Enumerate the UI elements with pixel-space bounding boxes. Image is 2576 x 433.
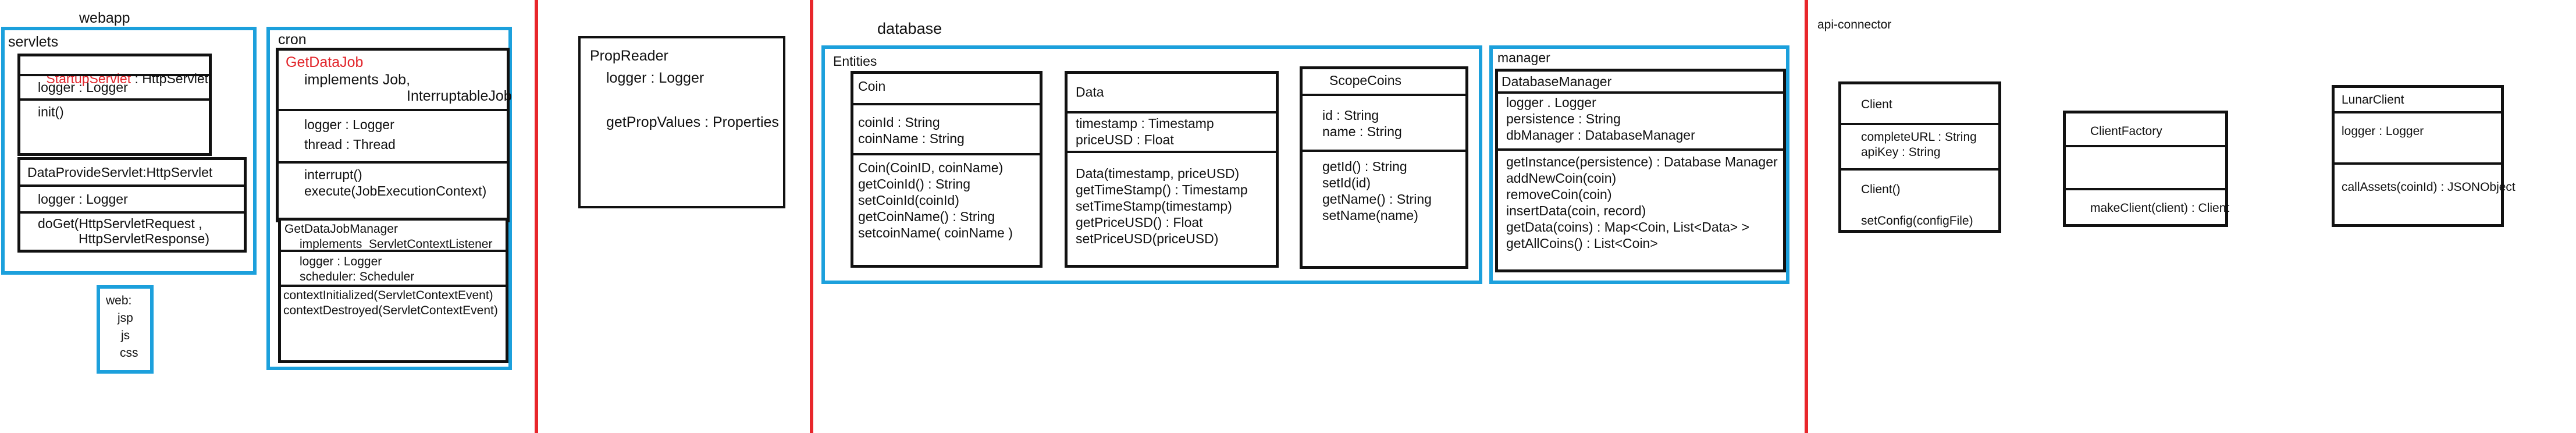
class-method: getCoinName() : String bbox=[858, 209, 995, 224]
class-method: Coin(CoinID, coinName) bbox=[858, 160, 1004, 175]
class-attribute: logger . Logger bbox=[1506, 95, 1596, 110]
class-attribute: apiKey : String bbox=[1861, 145, 1941, 159]
client-class: Client completeURL : String apiKey : Str… bbox=[1838, 81, 2001, 233]
class-name: GetDataJob bbox=[286, 54, 364, 70]
class-attribute: coinName : String bbox=[858, 131, 965, 146]
webapp-title: webapp bbox=[79, 10, 130, 26]
getdatajobmanager-class: GetDataJobManager implements ServletCont… bbox=[278, 218, 508, 363]
class-method: setcoinName( coinName ) bbox=[858, 225, 1013, 240]
web-package: web: jsp js css bbox=[97, 285, 154, 374]
class-method: callAssets(coinId) : JSONObject bbox=[2342, 180, 2515, 194]
dataprovide-servlet-class: DataProvideServlet:HttpServlet logger : … bbox=[17, 157, 247, 253]
class-method: contextInitialized(ServletContextEvent) bbox=[283, 289, 493, 302]
cron-label: cron bbox=[278, 31, 307, 48]
class-attribute: name : String bbox=[1322, 124, 1402, 139]
database-title: database bbox=[877, 20, 942, 37]
class-method: getAllCoins() : List<Coin> bbox=[1506, 236, 1658, 251]
web-item: js bbox=[121, 329, 130, 342]
class-attribute: priceUSD : Float bbox=[1076, 132, 1174, 147]
class-method: getPropValues : Properties bbox=[606, 114, 779, 130]
class-method: setCoinId(coinId) bbox=[858, 193, 959, 208]
web-item: jsp bbox=[118, 311, 133, 325]
clientfactory-class: ClientFactory makeClient(client) : Clien… bbox=[2063, 111, 2230, 227]
class-implements: implements ServletContextListener bbox=[300, 237, 493, 251]
lunarclient-class: LunarClient logger : Logger callAssets(c… bbox=[2332, 85, 2515, 227]
class-method: getTimeStamp() : Timestamp bbox=[1076, 182, 1248, 197]
servlets-label: servlets bbox=[8, 34, 59, 50]
class-name: DatabaseManager bbox=[1502, 74, 1612, 89]
databasemanager-class: DatabaseManager logger . Logger persiste… bbox=[1495, 69, 1786, 272]
separator-line bbox=[1805, 0, 1808, 433]
class-name: Data bbox=[1076, 84, 1104, 100]
class-method: execute(JobExecutionContext) bbox=[304, 183, 487, 198]
class-method: HttpServletResponse) bbox=[79, 231, 209, 246]
class-method: setConfig(configFile) bbox=[1861, 214, 1973, 228]
class-attribute: id : String bbox=[1322, 108, 1379, 123]
class-implements: implements Job, bbox=[304, 72, 411, 88]
class-attribute: logger : Logger bbox=[38, 191, 128, 207]
startup-servlet-class: StartupServlet : HttpServlet logger : Lo… bbox=[17, 54, 212, 156]
class-method: insertData(coin, record) bbox=[1506, 203, 1646, 218]
class-attribute: scheduler: Scheduler bbox=[300, 270, 415, 283]
entities-package: Entities Coin coinId : String coinName :… bbox=[821, 45, 1482, 284]
separator-line bbox=[810, 0, 813, 433]
web-label: web: bbox=[106, 294, 132, 307]
class-name: DataProvideServlet:HttpServlet bbox=[27, 165, 213, 180]
class-attribute: logger : Logger bbox=[38, 80, 128, 95]
class-method: getCoinId() : String bbox=[858, 176, 971, 191]
class-method: getName() : String bbox=[1322, 191, 1432, 207]
coin-class: Coin coinId : String coinName : String C… bbox=[851, 71, 1043, 268]
class-method: doGet(HttpServletRequest , bbox=[38, 216, 202, 231]
propreader-class: PropReader logger : Logger getPropValues… bbox=[578, 36, 785, 208]
class-method: setTimeStamp(timestamp) bbox=[1076, 198, 1232, 214]
class-implements: InterruptableJob bbox=[407, 88, 512, 104]
cron-package: cron GetDataJob implements Job, Interrup… bbox=[266, 27, 512, 370]
class-attribute: logger : Logger bbox=[304, 117, 394, 132]
manager-package: manager DatabaseManager logger . Logger … bbox=[1489, 45, 1789, 284]
class-method: getPriceUSD() : Float bbox=[1076, 215, 1203, 230]
class-attribute: coinId : String bbox=[858, 115, 940, 130]
getdatajob-class: GetDataJob implements Job, Interruptable… bbox=[276, 48, 512, 222]
scopecoins-class: ScopeCoins id : String name : String get… bbox=[1300, 66, 1468, 269]
class-attribute: completeURL : String bbox=[1861, 130, 1977, 144]
class-name: PropReader bbox=[590, 48, 668, 64]
api-connector-title: api-connector bbox=[1817, 18, 1892, 31]
class-method: Data(timestamp, priceUSD) bbox=[1076, 166, 1240, 181]
class-extends: : HttpServlet bbox=[131, 71, 209, 86]
class-attribute: logger : Logger bbox=[300, 255, 382, 268]
class-method: addNewCoin(coin) bbox=[1506, 171, 1617, 186]
class-name: LunarClient bbox=[2342, 93, 2404, 107]
class-attribute: logger : Logger bbox=[2342, 125, 2424, 138]
separator-line bbox=[535, 0, 538, 433]
class-name: ClientFactory bbox=[2090, 125, 2162, 138]
class-attribute: dbManager : DatabaseManager bbox=[1506, 127, 1695, 143]
class-method: setId(id) bbox=[1322, 175, 1371, 190]
class-method: Client() bbox=[1861, 183, 1901, 196]
class-method: getData(coins) : Map<Coin, List<Data> > bbox=[1506, 219, 1750, 235]
class-method: contextDestroyed(ServletContextEvent) bbox=[283, 304, 498, 317]
class-name: ScopeCoins bbox=[1329, 73, 1402, 88]
servlets-package: servlets StartupServlet : HttpServlet lo… bbox=[1, 27, 257, 275]
data-class: Data timestamp : Timestamp priceUSD : Fl… bbox=[1065, 71, 1279, 268]
manager-label: manager bbox=[1497, 50, 1550, 65]
class-method: setPriceUSD(priceUSD) bbox=[1076, 231, 1219, 246]
class-name: GetDataJobManager bbox=[284, 222, 398, 236]
class-name: Coin bbox=[858, 79, 886, 94]
class-method: getInstance(persistence) : Database Mana… bbox=[1506, 154, 1778, 169]
class-method: interrupt() bbox=[304, 167, 362, 182]
class-method: getId() : String bbox=[1322, 159, 1407, 174]
class-attribute: logger : Logger bbox=[606, 70, 705, 86]
web-item: css bbox=[120, 346, 138, 360]
class-attribute: persistence : String bbox=[1506, 111, 1621, 126]
class-method: makeClient(client) : Client bbox=[2090, 201, 2230, 215]
class-attribute: thread : Thread bbox=[304, 137, 396, 152]
class-method: setName(name) bbox=[1322, 208, 1418, 223]
class-name: Client bbox=[1861, 98, 1892, 111]
class-method: init() bbox=[38, 104, 64, 119]
class-attribute: timestamp : Timestamp bbox=[1076, 116, 1214, 131]
class-method: removeCoin(coin) bbox=[1506, 187, 1612, 202]
entities-label: Entities bbox=[833, 54, 877, 69]
